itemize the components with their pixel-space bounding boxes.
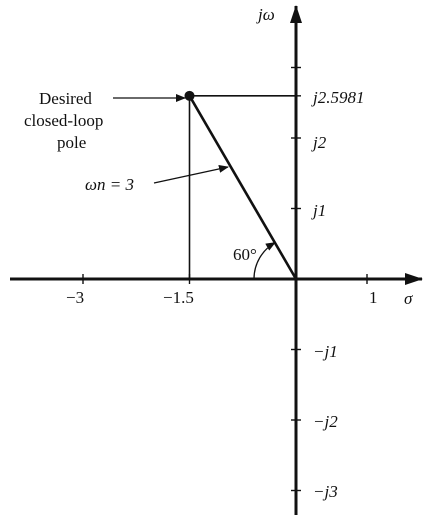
y-axis-label: jω (256, 5, 275, 24)
pole-label-line-2: closed-loop (24, 111, 103, 130)
y-tick-label-pole: j2.5981 (311, 88, 364, 107)
y-tick-label-neg-j3: −j3 (313, 482, 338, 501)
y-tick-label-j2: j2 (311, 133, 327, 152)
angle-arc (253, 242, 276, 280)
x-tick-label-neg3: −3 (66, 288, 84, 307)
y-tick-label-neg-j1: −j1 (313, 342, 338, 361)
closed-loop-pole-point (184, 90, 195, 101)
x-tick-label-neg1-5: −1.5 (163, 288, 194, 307)
wn-label-arrow (153, 164, 229, 184)
wn-label: ωn = 3 (85, 175, 134, 194)
pole-label-line-3: pole (57, 133, 86, 152)
angle-label: 60° (233, 245, 257, 264)
natural-frequency-line (188, 95, 298, 280)
y-tick-label-neg-j2: −j2 (313, 412, 338, 431)
x-axis-label: σ (404, 289, 413, 308)
y-tick-label-j1: j1 (311, 201, 326, 220)
pole-label-line-1: Desired (39, 89, 92, 108)
x-tick-label-1: 1 (369, 288, 378, 307)
